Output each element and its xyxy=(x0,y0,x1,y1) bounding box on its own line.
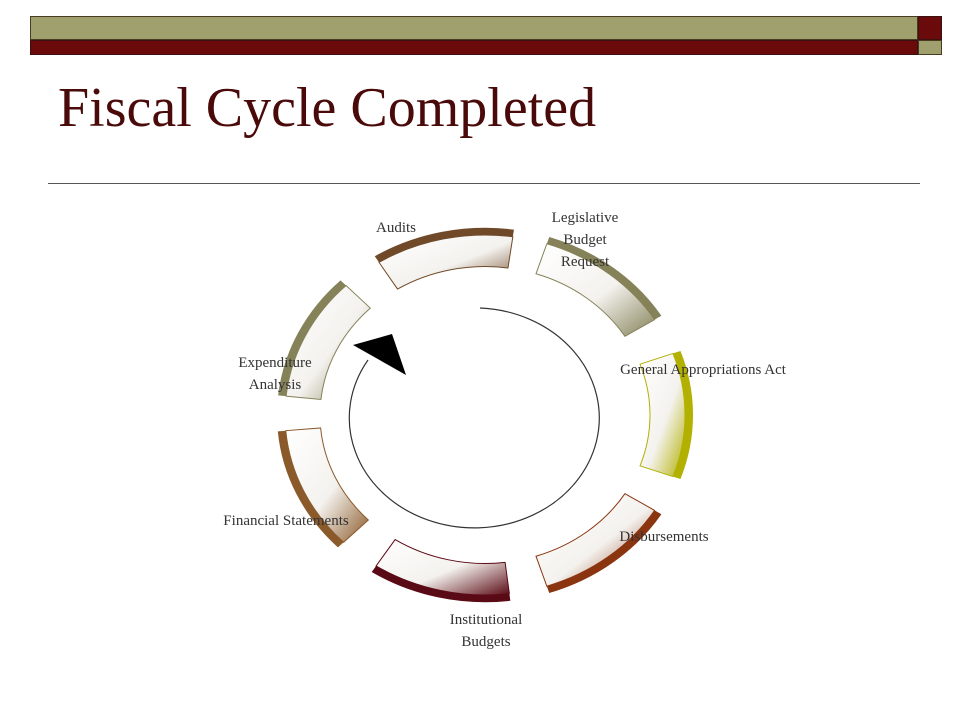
stage-label-legislative-budget-request: Legislative Budget Request xyxy=(551,210,619,270)
title-divider xyxy=(48,183,920,184)
stage-label-disbursements: Disbursements xyxy=(619,529,709,545)
segment-edge-legislative-budget-request xyxy=(546,236,662,320)
stage-label-financial-statements: Financial Statements xyxy=(223,513,349,529)
slide-title: Fiscal Cycle Completed xyxy=(58,77,597,139)
segment-expenditure-analysis xyxy=(285,284,372,401)
segment-edge-expenditure-analysis xyxy=(278,280,347,397)
segment-general-appropriations-act xyxy=(639,352,686,478)
stage-label-general-appropriations-act: General Appropriations Act xyxy=(620,362,786,378)
corner-square-bottom xyxy=(918,40,942,55)
segment-edge-audits xyxy=(374,227,514,263)
segment-institutional-budgets xyxy=(375,538,510,596)
segment-disbursements xyxy=(535,493,656,587)
segment-audits xyxy=(378,234,514,290)
segment-financial-statements xyxy=(285,427,370,543)
segment-edge-disbursements xyxy=(546,510,662,594)
segment-edge-financial-statements xyxy=(277,430,344,548)
segment-legislative-budget-request xyxy=(535,243,656,337)
stage-label-expenditure-analysis: Expenditure Analysis xyxy=(238,355,312,393)
stage-label-institutional-budgets: Institutional Budgets xyxy=(449,612,523,650)
header-olive-bar xyxy=(30,16,918,40)
corner-square-top xyxy=(918,16,942,40)
segment-edge-institutional-budgets xyxy=(371,565,511,603)
cycle-arrowhead xyxy=(353,334,406,375)
cycle-arrow-line xyxy=(348,307,600,529)
stage-label-audits: Audits xyxy=(375,220,417,236)
header-maroon-bar xyxy=(30,40,918,55)
segment-edge-general-appropriations-act xyxy=(672,350,693,480)
